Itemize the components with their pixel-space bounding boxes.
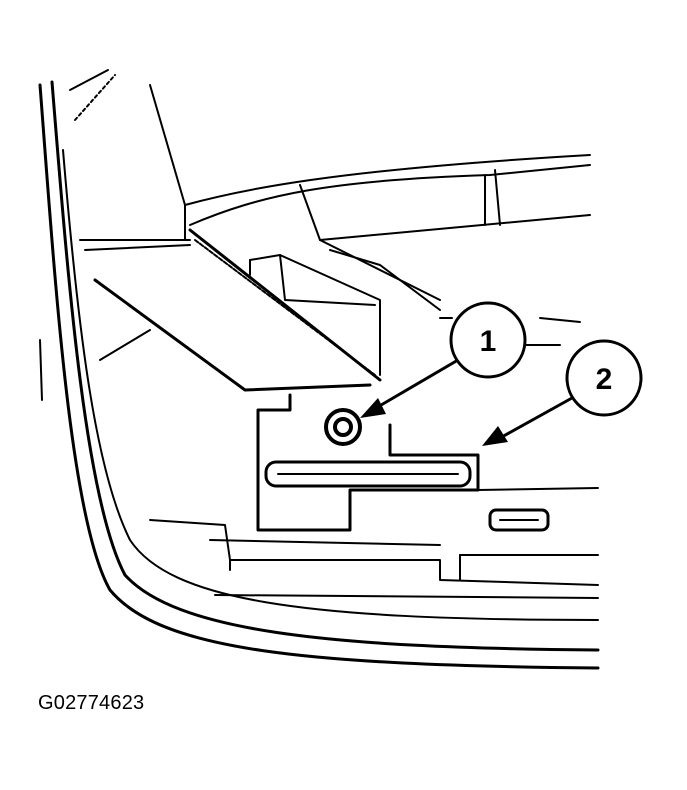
figure-code: G02774623 <box>38 692 145 714</box>
leader-lines <box>439 317 581 346</box>
callout-2-number: 2 <box>596 363 613 396</box>
lower-trim <box>149 487 599 599</box>
callout-1: 1 <box>360 301 527 418</box>
callout-2-circle <box>565 339 643 417</box>
mounting-plate <box>256 393 480 532</box>
upper-housing <box>79 84 591 382</box>
callout-1-leader <box>375 358 459 410</box>
callout-1-circle <box>449 301 527 379</box>
callout-1-number: 1 <box>480 325 497 358</box>
retaining-screw <box>324 408 362 446</box>
callout-2-arrowhead <box>482 426 508 446</box>
bracket-block <box>93 254 381 392</box>
callout-1-arrowhead <box>360 398 386 418</box>
callout-2: 2 <box>482 339 643 446</box>
callout-2-leader <box>499 396 573 440</box>
door-panel-outline <box>38 69 600 670</box>
